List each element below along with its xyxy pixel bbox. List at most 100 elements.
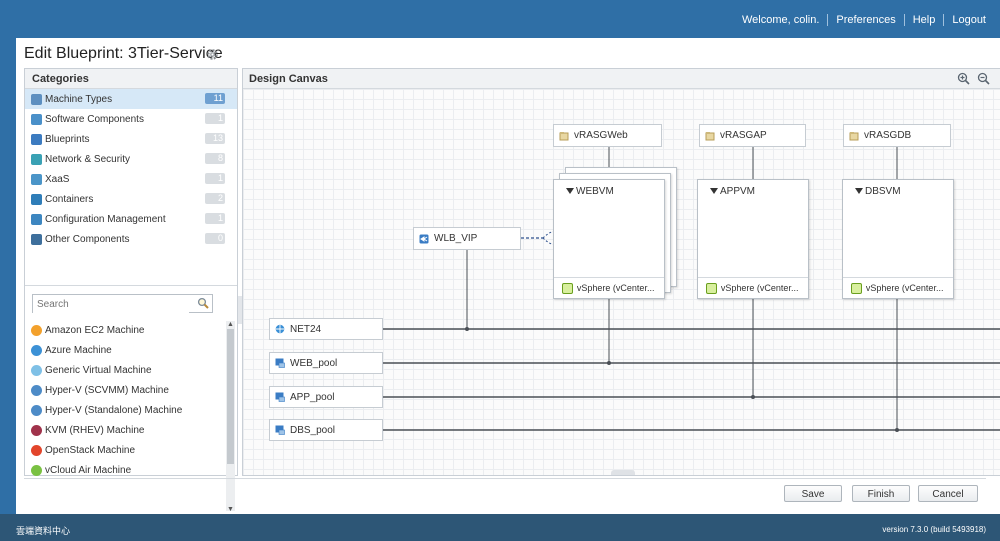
category-label: Containers xyxy=(45,193,94,205)
top-links: Welcome, colin. Preferences Help Logout xyxy=(742,14,986,26)
machine-list-item[interactable]: KVM (RHEV) Machine xyxy=(25,420,211,440)
categories-header: Categories xyxy=(25,69,237,89)
network-dbs-pool[interactable]: DBS_pool xyxy=(269,419,383,441)
canvas-grid[interactable]: vRASGWeb vRASGAP vRASGDB WEBVM vSphere (… xyxy=(243,89,1000,475)
security-group-db[interactable]: vRASGDB xyxy=(843,124,951,147)
amazon-ec2-icon xyxy=(31,324,42,336)
cancel-button[interactable]: Cancel xyxy=(918,485,978,502)
blueprint-editor-panel: Edit Blueprint: 3Tier-Service Categories… xyxy=(16,38,1000,514)
security-group-label: vRASGAP xyxy=(720,130,767,141)
search-icon[interactable] xyxy=(197,297,209,309)
scrollbar-thumb[interactable] xyxy=(227,329,234,464)
machine-list-item[interactable]: Amazon EC2 Machine xyxy=(25,320,211,340)
network-pool-icon xyxy=(275,425,285,435)
search-input[interactable] xyxy=(33,295,189,313)
vm-title: WEBVM xyxy=(576,186,614,197)
security-group-app[interactable]: vRASGAP xyxy=(699,124,806,147)
canvas-resize-handle[interactable] xyxy=(611,470,635,475)
category-label: Other Components xyxy=(45,233,130,245)
organization-label: 雲端資料中心 xyxy=(16,526,71,536)
network-app-pool[interactable]: APP_pool xyxy=(269,386,383,408)
category-item[interactable]: Containers 2 xyxy=(25,189,237,209)
network-label: DBS_pool xyxy=(290,424,336,436)
collapse-triangle-icon[interactable] xyxy=(566,188,574,194)
machine-types-icon xyxy=(31,93,42,105)
page-title: Edit Blueprint: 3Tier-Service xyxy=(24,45,223,62)
save-button[interactable]: Save xyxy=(784,485,842,502)
vsphere-icon xyxy=(706,282,717,294)
category-count-badge: 0 xyxy=(205,233,225,244)
network-label: WEB_pool xyxy=(290,357,338,369)
security-group-web[interactable]: vRASGWeb xyxy=(553,124,662,147)
other-components-icon xyxy=(31,233,42,245)
category-count-badge: 2 xyxy=(205,193,225,204)
collapse-handle[interactable] xyxy=(238,296,243,324)
hyperv-scvmm-icon xyxy=(31,384,42,396)
vsphere-icon xyxy=(851,282,862,294)
collapse-triangle-icon[interactable] xyxy=(710,188,718,194)
machine-list-item[interactable]: vCloud Air Machine xyxy=(25,460,211,476)
network-wires xyxy=(383,146,1000,432)
status-bar: 雲端資料中心 version 7.3.0 (build 5493918) xyxy=(0,514,1000,541)
vm-dbsvm[interactable]: DBSVM vSphere (vCenter... xyxy=(842,179,954,299)
help-link[interactable]: Help xyxy=(912,14,936,26)
azure-icon xyxy=(31,344,42,356)
scroll-down-icon[interactable]: ▼ xyxy=(227,506,234,513)
category-count-badge: 13 xyxy=(205,133,225,144)
machine-list-item[interactable]: Hyper-V (SCVMM) Machine xyxy=(25,380,211,400)
machine-list-item[interactable]: Hyper-V (Standalone) Machine xyxy=(25,400,211,420)
network-label: NET24 xyxy=(290,323,322,335)
load-balancer-wlb-vip[interactable]: WLB_VIP xyxy=(413,227,521,250)
network-security-icon xyxy=(31,153,42,165)
category-label: XaaS xyxy=(45,173,70,185)
machine-list-item[interactable]: Generic Virtual Machine xyxy=(25,360,211,380)
category-item[interactable]: Other Components 0 xyxy=(25,229,237,249)
network-web-pool[interactable]: WEB_pool xyxy=(269,352,383,374)
network-label: APP_pool xyxy=(290,391,335,403)
collapse-triangle-icon[interactable] xyxy=(855,188,863,194)
openstack-icon xyxy=(31,444,42,456)
network-net24[interactable]: NET24 xyxy=(269,318,383,340)
scroll-up-icon[interactable]: ▲ xyxy=(227,321,234,328)
logout-link[interactable]: Logout xyxy=(952,14,986,26)
load-balancer-label: WLB_VIP xyxy=(434,233,478,244)
vm-webvm[interactable]: WEBVM vSphere (vCenter... xyxy=(553,179,665,299)
security-group-icon xyxy=(559,131,569,140)
finish-button[interactable]: Finish xyxy=(852,485,910,502)
software-components-icon xyxy=(31,113,42,125)
design-canvas-title: Design Canvas xyxy=(249,73,328,85)
machine-label: Azure Machine xyxy=(45,344,112,356)
network-pool-icon xyxy=(275,358,285,368)
machine-list-item[interactable]: OpenStack Machine xyxy=(25,440,211,460)
machine-label: Generic Virtual Machine xyxy=(45,364,152,376)
category-label: Blueprints xyxy=(45,133,90,145)
load-balancer-icon xyxy=(419,234,429,243)
category-label: Software Components xyxy=(45,113,144,125)
gear-icon[interactable] xyxy=(206,48,219,61)
machine-label: OpenStack Machine xyxy=(45,444,136,456)
top-navigation: Welcome, colin. Preferences Help Logout xyxy=(0,0,1000,38)
design-canvas: Design Canvas xyxy=(242,68,1000,476)
vm-footer: vSphere (vCenter... xyxy=(698,277,808,298)
scrollbar[interactable]: ▲ ▼ xyxy=(226,321,235,513)
category-label: Machine Types xyxy=(45,93,113,105)
machine-list-item[interactable]: Azure Machine xyxy=(25,340,211,360)
preferences-link[interactable]: Preferences xyxy=(836,14,896,26)
category-item[interactable]: Blueprints 13 xyxy=(25,129,237,149)
security-group-label: vRASGWeb xyxy=(574,130,628,141)
vm-title: APPVM xyxy=(720,186,756,197)
generic-vm-icon xyxy=(31,364,42,376)
containers-icon xyxy=(31,193,42,205)
vm-appvm[interactable]: APPVM vSphere (vCenter... xyxy=(697,179,809,299)
machine-label: KVM (RHEV) Machine xyxy=(45,424,145,436)
zoom-in-icon[interactable] xyxy=(957,72,970,85)
kvm-rhev-icon xyxy=(31,424,42,436)
zoom-out-icon[interactable] xyxy=(977,72,990,85)
